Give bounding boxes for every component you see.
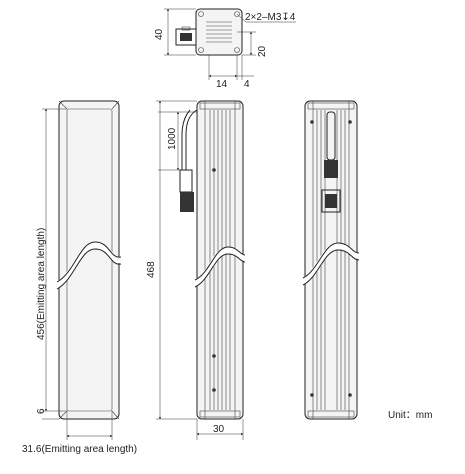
back-view xyxy=(301,100,360,420)
side-screw xyxy=(212,168,216,172)
top-mount-hole xyxy=(198,11,204,17)
cable xyxy=(185,109,198,170)
dim-label-31-6: 31.6(Emitting area length) xyxy=(22,444,137,455)
top-connector xyxy=(175,28,197,46)
dim-label-456: 456(Emitting area length) xyxy=(36,228,47,340)
dim-label-1000: 1000 xyxy=(167,127,178,150)
back-screw xyxy=(310,120,314,124)
break-line xyxy=(56,241,122,283)
cable-connector xyxy=(179,169,193,193)
side-view-body xyxy=(196,100,244,420)
top-mount-hole xyxy=(198,47,204,53)
side-screw xyxy=(212,354,216,358)
dim-label-6: 6 xyxy=(36,408,47,414)
top-connector-tab xyxy=(181,26,191,31)
top-mount-hole xyxy=(234,11,240,17)
top-view-fins xyxy=(206,21,232,43)
dim-label-14: 14 xyxy=(216,79,228,90)
dim-label-4: 4 xyxy=(244,79,250,90)
break-line xyxy=(302,249,360,286)
back-screw xyxy=(310,393,314,397)
top-mount-hole xyxy=(234,47,240,53)
side-top-cap xyxy=(199,102,241,110)
break-line xyxy=(194,253,246,288)
top-connector-plug xyxy=(180,33,192,41)
back-plug xyxy=(325,194,337,208)
side-bottom-cap xyxy=(199,410,241,418)
back-screw xyxy=(348,120,352,124)
break-line xyxy=(56,248,122,290)
dim-label-20: 20 xyxy=(257,45,268,57)
front-view-body xyxy=(58,100,120,420)
dim-label-30: 30 xyxy=(213,424,225,435)
side-screw xyxy=(212,388,216,392)
mounting-hole-callout: 2×2–M3↧4 xyxy=(245,12,296,23)
top-view: 40 20 2×2–M3↧4 14 4 xyxy=(154,8,296,90)
back-bottom-cap xyxy=(307,410,355,418)
back-top-cap xyxy=(307,102,355,110)
back-plug-housing xyxy=(321,189,341,213)
break-line xyxy=(302,242,360,279)
callout-leader xyxy=(236,13,247,23)
dim-label-40: 40 xyxy=(154,28,165,40)
back-connector xyxy=(324,160,338,178)
side-view: 1000 468 30 xyxy=(146,100,246,440)
dim-label-468: 468 xyxy=(146,261,157,278)
break-line xyxy=(194,246,246,281)
back-screw xyxy=(348,393,352,397)
unit-label: Unit：mm xyxy=(388,410,432,421)
cable-plug xyxy=(180,192,194,212)
front-view: 456(Emitting area length) 6 31.6(Emittin… xyxy=(22,100,137,455)
